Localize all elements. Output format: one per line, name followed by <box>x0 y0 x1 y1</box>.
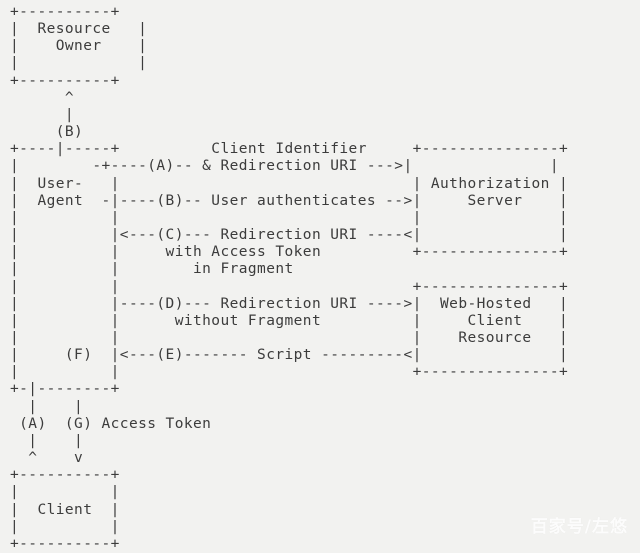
ascii-art-text: +----------+ | Resource | | Owner | | | … <box>10 4 569 552</box>
